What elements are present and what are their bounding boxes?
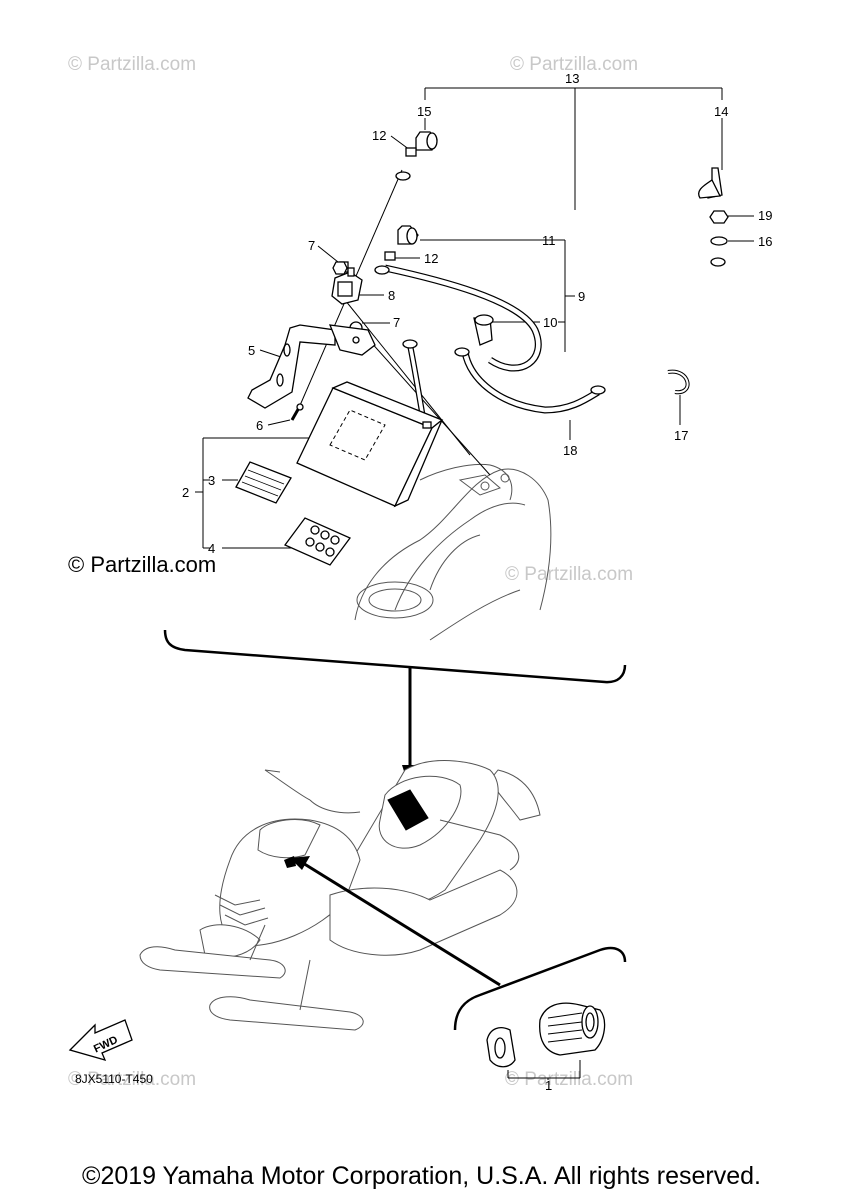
- ring-terminal-battery-left: [402, 339, 418, 349]
- terminal-boot-10: [473, 314, 494, 346]
- spacer-12-top: [405, 147, 417, 157]
- watermark-mid-right: © Partzilla.com: [505, 564, 633, 585]
- detail-frame-lower: [453, 946, 627, 1031]
- callout-6: 6: [256, 418, 263, 433]
- ring-terminal-top: [395, 171, 411, 181]
- ring-terminal-18: [590, 385, 606, 395]
- nut-7-upper: [332, 261, 348, 275]
- callout-5: 5: [248, 343, 255, 358]
- ring-terminal-right: [710, 257, 726, 267]
- ring-terminal-battery-right: [454, 347, 470, 357]
- callout-7a: 7: [308, 238, 315, 253]
- diagram-part-code: 8JX5110-T450: [75, 1072, 153, 1086]
- ring-terminal-mid: [374, 265, 390, 275]
- snowmobile-outline: [139, 760, 541, 1031]
- callout-12a: 12: [372, 128, 386, 143]
- watermark-top-right: © Partzilla.com: [510, 54, 638, 75]
- washer-16: [710, 236, 728, 246]
- callout-4: 4: [208, 541, 215, 556]
- battery-location-marker: [387, 789, 429, 831]
- callout-7b: 7: [393, 315, 400, 330]
- forward-arrow-icon: FWD: [68, 1019, 133, 1062]
- terminal-cap-11: [397, 225, 419, 245]
- callout-16: 16: [758, 234, 772, 249]
- callout-17: 17: [674, 428, 688, 443]
- watermark-top-left: © Partzilla.com: [68, 54, 196, 75]
- battery-bracket-5: [247, 324, 376, 409]
- callout-9: 9: [578, 289, 585, 304]
- callout-3: 3: [208, 473, 215, 488]
- leader-lines: [195, 87, 754, 549]
- bolt-6: [290, 403, 304, 421]
- terminal-boot-14: [698, 167, 723, 199]
- battery-label-3: [235, 461, 292, 504]
- hardware-pack-4: [283, 517, 352, 566]
- callout-18: 18: [563, 443, 577, 458]
- terminal-cap-15: [415, 131, 438, 151]
- arrow-to-socket-location: [297, 858, 501, 987]
- callout-19: 19: [758, 208, 772, 223]
- cables: [384, 177, 717, 431]
- callout-2: 2: [182, 485, 189, 500]
- watermark-bottom-right: © Partzilla.com: [505, 1069, 633, 1090]
- copyright-notice: ©2019 Yamaha Motor Corporation, U.S.A. A…: [82, 1162, 761, 1190]
- callout-1: 1: [545, 1078, 552, 1093]
- frame-outline: [354, 463, 552, 641]
- arrow-head-socket: [290, 856, 310, 870]
- watermark-bottom-left: © Partzilla.com: [68, 1069, 196, 1090]
- callout-13: 13: [565, 71, 579, 86]
- callout-14: 14: [714, 104, 728, 119]
- battery-2: [296, 381, 444, 508]
- detail-frame-upper: [163, 629, 627, 684]
- callout-10: 10: [543, 315, 557, 330]
- callout-8: 8: [388, 288, 395, 303]
- callout-11: 11: [542, 233, 556, 248]
- callout-15: 15: [417, 104, 431, 119]
- callout-12b: 12: [424, 251, 438, 266]
- watermark-bold: © Partzilla.com: [68, 552, 216, 577]
- spacer-12-second: [384, 251, 396, 261]
- nut-19: [709, 210, 729, 224]
- callout-labels: 13 15 14 12 19 16 11 7 12 9 8 10 7 5 6 1…: [182, 71, 772, 1093]
- dc-socket-1: [486, 1002, 606, 1080]
